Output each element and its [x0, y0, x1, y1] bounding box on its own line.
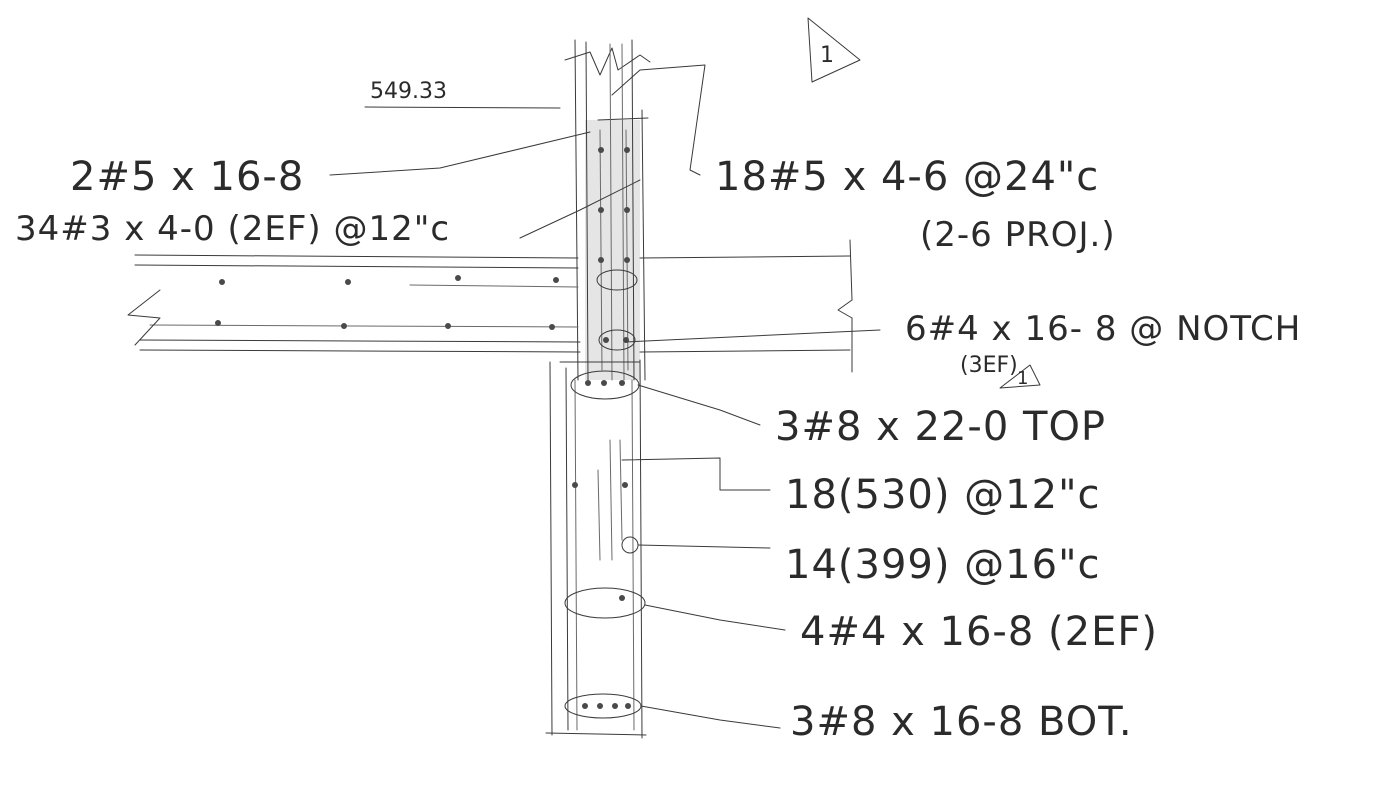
notch-ef-label: (3EF): [960, 353, 1018, 378]
revision-mark-notch: 1: [1017, 368, 1028, 389]
stirrups-399-label: 14(399) @16"c: [785, 542, 1100, 588]
slab: [127, 239, 853, 373]
leader-lines: [329, 64, 881, 729]
top-bars-label: 3#8 x 22-0 TOP: [775, 404, 1106, 450]
lower-beam: [545, 359, 647, 739]
vertical-bars-label: 18#5 x 4-6 @24"c: [715, 154, 1099, 200]
side-bars-label: 4#4 x 16-8 (2EF): [800, 609, 1158, 655]
revision-triangle-top: 1: [807, 17, 861, 83]
wall-shading: [585, 120, 640, 380]
elevation-label: 549.33: [370, 79, 447, 104]
dowel-bars-label: 2#5 x 16-8: [70, 154, 304, 200]
revision-mark-top: 1: [820, 43, 834, 68]
revision-triangle-notch: 1: [999, 364, 1041, 389]
projection-label: (2-6 PROJ.): [920, 215, 1116, 255]
stirrups-530-label: 18(530) @12"c: [785, 472, 1100, 518]
ties-bars-label: 34#3 x 4-0 (2EF) @12"c: [15, 209, 450, 249]
upper-wall: [564, 39, 651, 381]
upper-wall-bars: [596, 129, 638, 371]
notch-bars-label: 6#4 x 16- 8 @ NOTCH: [905, 309, 1301, 349]
bottom-bars-label: 3#8 x 16-8 BOT.: [790, 699, 1133, 745]
